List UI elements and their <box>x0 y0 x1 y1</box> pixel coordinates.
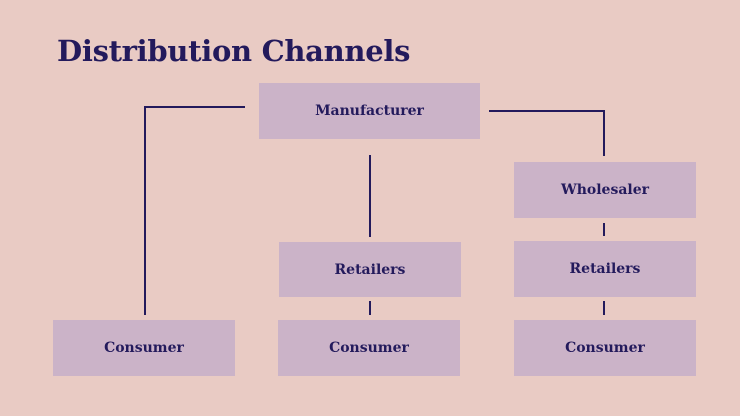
retailers-middle-box: Retailers <box>279 242 461 297</box>
consumer-middle-label: Consumer <box>329 340 409 356</box>
retailers-right-label: Retailers <box>569 261 641 277</box>
retailers-middle-label: Retailers <box>334 261 406 278</box>
consumer-left-label: Consumer <box>104 340 184 356</box>
wholesaler-label: Wholesaler <box>560 182 650 198</box>
wholesaler-box: Wholesaler <box>514 162 696 218</box>
consumer-left-box: Consumer <box>53 320 235 376</box>
consumer-right-box: Consumer <box>514 320 696 376</box>
consumer-right-label: Consumer <box>565 340 645 356</box>
manufacturer-box: Manufacturer <box>259 83 480 139</box>
manufacturer-label: Manufacturer <box>315 103 424 119</box>
slide-title: Distribution Channels <box>57 34 411 68</box>
retailers-right-box: Retailers <box>514 241 696 297</box>
consumer-middle-box: Consumer <box>278 320 460 376</box>
